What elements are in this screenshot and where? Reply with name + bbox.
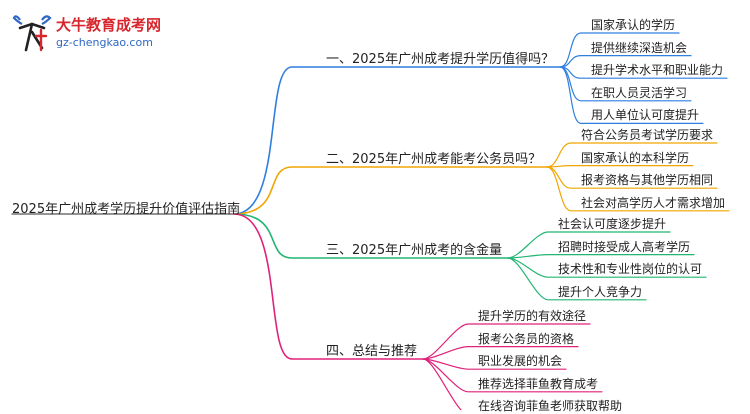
- leaf-connector: [422, 346, 579, 360]
- leaf-connector: [507, 257, 647, 301]
- leaf-connector: [507, 231, 671, 259]
- leaf-node: 提升学术水平和职业能力: [591, 63, 724, 78]
- bull-logo-icon: [12, 15, 52, 52]
- leaf-connector: [546, 165, 694, 168]
- leaf-node: 报考资格与其他学历相同: [581, 173, 714, 188]
- brand-logo: 大牛教育成考网 gz-chengkao.com: [6, 10, 166, 58]
- mindmap-root: 2025年广州成考学历提升价值评估指南: [12, 202, 241, 217]
- leaf-node: 提升学历的有效途径: [478, 309, 587, 323]
- brand-name: 大牛教育成考网: [56, 16, 162, 34]
- leaf-connector: [559, 32, 680, 68]
- branch-connector: [233, 66, 561, 215]
- leaf-node: 国家承认的本科学历: [581, 150, 690, 165]
- branch-1-label: 一、2025年广州成考提升学历值得吗？: [326, 52, 555, 67]
- leaf-connector: [422, 358, 463, 410]
- leaf-node: 在线咨询菲鱼老师获取帮助: [478, 399, 623, 414]
- leaf-connector: [422, 323, 591, 360]
- leaf-node: 在职人员灵活学习: [591, 85, 688, 100]
- leaf-node: 提供继续深造机会: [591, 40, 688, 55]
- leaf-node: 符合公务员考试学历要求: [581, 128, 714, 142]
- leaf-connector: [422, 358, 567, 370]
- leaf-connector: [507, 254, 695, 259]
- leaf-connector: [559, 55, 692, 68]
- leaf-node: 社会认可度逐步提升: [558, 217, 667, 231]
- branch-connector: [233, 166, 548, 215]
- brand-url: gz-chengkao.com: [56, 36, 153, 49]
- leaf-node: 社会对高学历人才需求增加: [581, 195, 726, 210]
- branch-connector: [233, 213, 424, 360]
- leaf-node: 技术性和专业性岗位的认可: [558, 262, 703, 277]
- leaf-connector: [546, 166, 730, 212]
- leaf-node: 职业发展的机会: [478, 354, 563, 369]
- branch-2-label: 二、2025年广州成考能考公务员吗？: [326, 152, 542, 167]
- leaf-connector: [559, 66, 704, 124]
- leaf-node: 用人单位认可度提升: [591, 108, 700, 123]
- leaf-node: 推荐选择菲鱼教育成考: [478, 376, 599, 391]
- leaf-node: 提升个人竞争力: [558, 284, 643, 299]
- leaf-node: 国家承认的学历: [591, 18, 676, 32]
- branch-connector: [233, 213, 509, 259]
- leaf-node: 报考公务员的资格: [478, 331, 575, 346]
- branch-4-label: 四、总结与推荐: [326, 344, 418, 359]
- leaf-node: 招聘时接受成人高考学历: [558, 239, 691, 254]
- branch-3-label: 三、2025年广州成考的含金量: [326, 243, 503, 258]
- leaf-connector: [546, 142, 718, 168]
